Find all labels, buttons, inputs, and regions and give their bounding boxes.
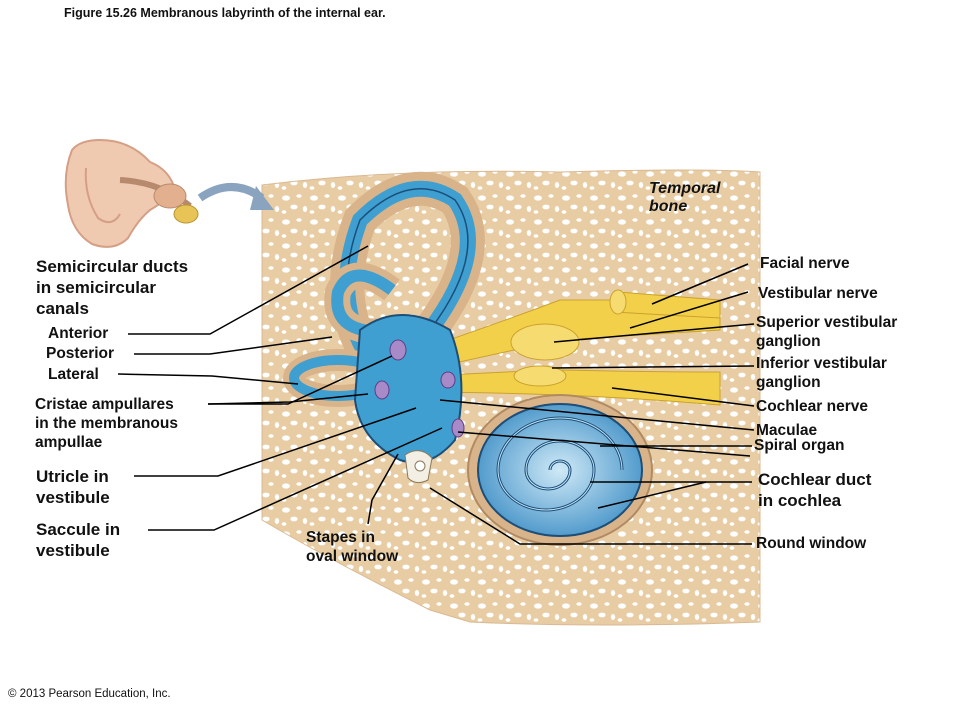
copyright-notice: © 2013 Pearson Education, Inc. [8, 688, 171, 700]
label-cochlear-nerve: Cochlear nerve [756, 398, 868, 415]
semicircular-canals [283, 171, 485, 407]
label-semicircular-ducts: Semicircular ducts in semicircular canal… [36, 257, 189, 318]
nerve-bundle [389, 289, 721, 406]
label-maculae: Maculae [756, 422, 818, 439]
label-facial-nerve: Facial nerve [760, 255, 850, 272]
label-posterior: Posterior [46, 345, 115, 362]
figure-caption: Figure 15.26 Membranous labyrinth of the… [64, 6, 386, 20]
leader-lines [117, 245, 755, 545]
vestibule [353, 314, 463, 464]
label-round-window: Round window [756, 535, 867, 552]
label-anterior: Anterior [48, 325, 109, 342]
label-vestibular-nerve: Vestibular nerve [758, 285, 878, 302]
curved-arrow-icon [197, 183, 274, 210]
label-lateral: Lateral [48, 366, 99, 383]
label-cristae-ampullares: Cristae ampullares in the membranous amp… [35, 396, 178, 451]
outer-ear-icon [64, 138, 199, 248]
label-spiral-organ: Spiral organ [754, 437, 845, 454]
stapes [404, 450, 433, 484]
